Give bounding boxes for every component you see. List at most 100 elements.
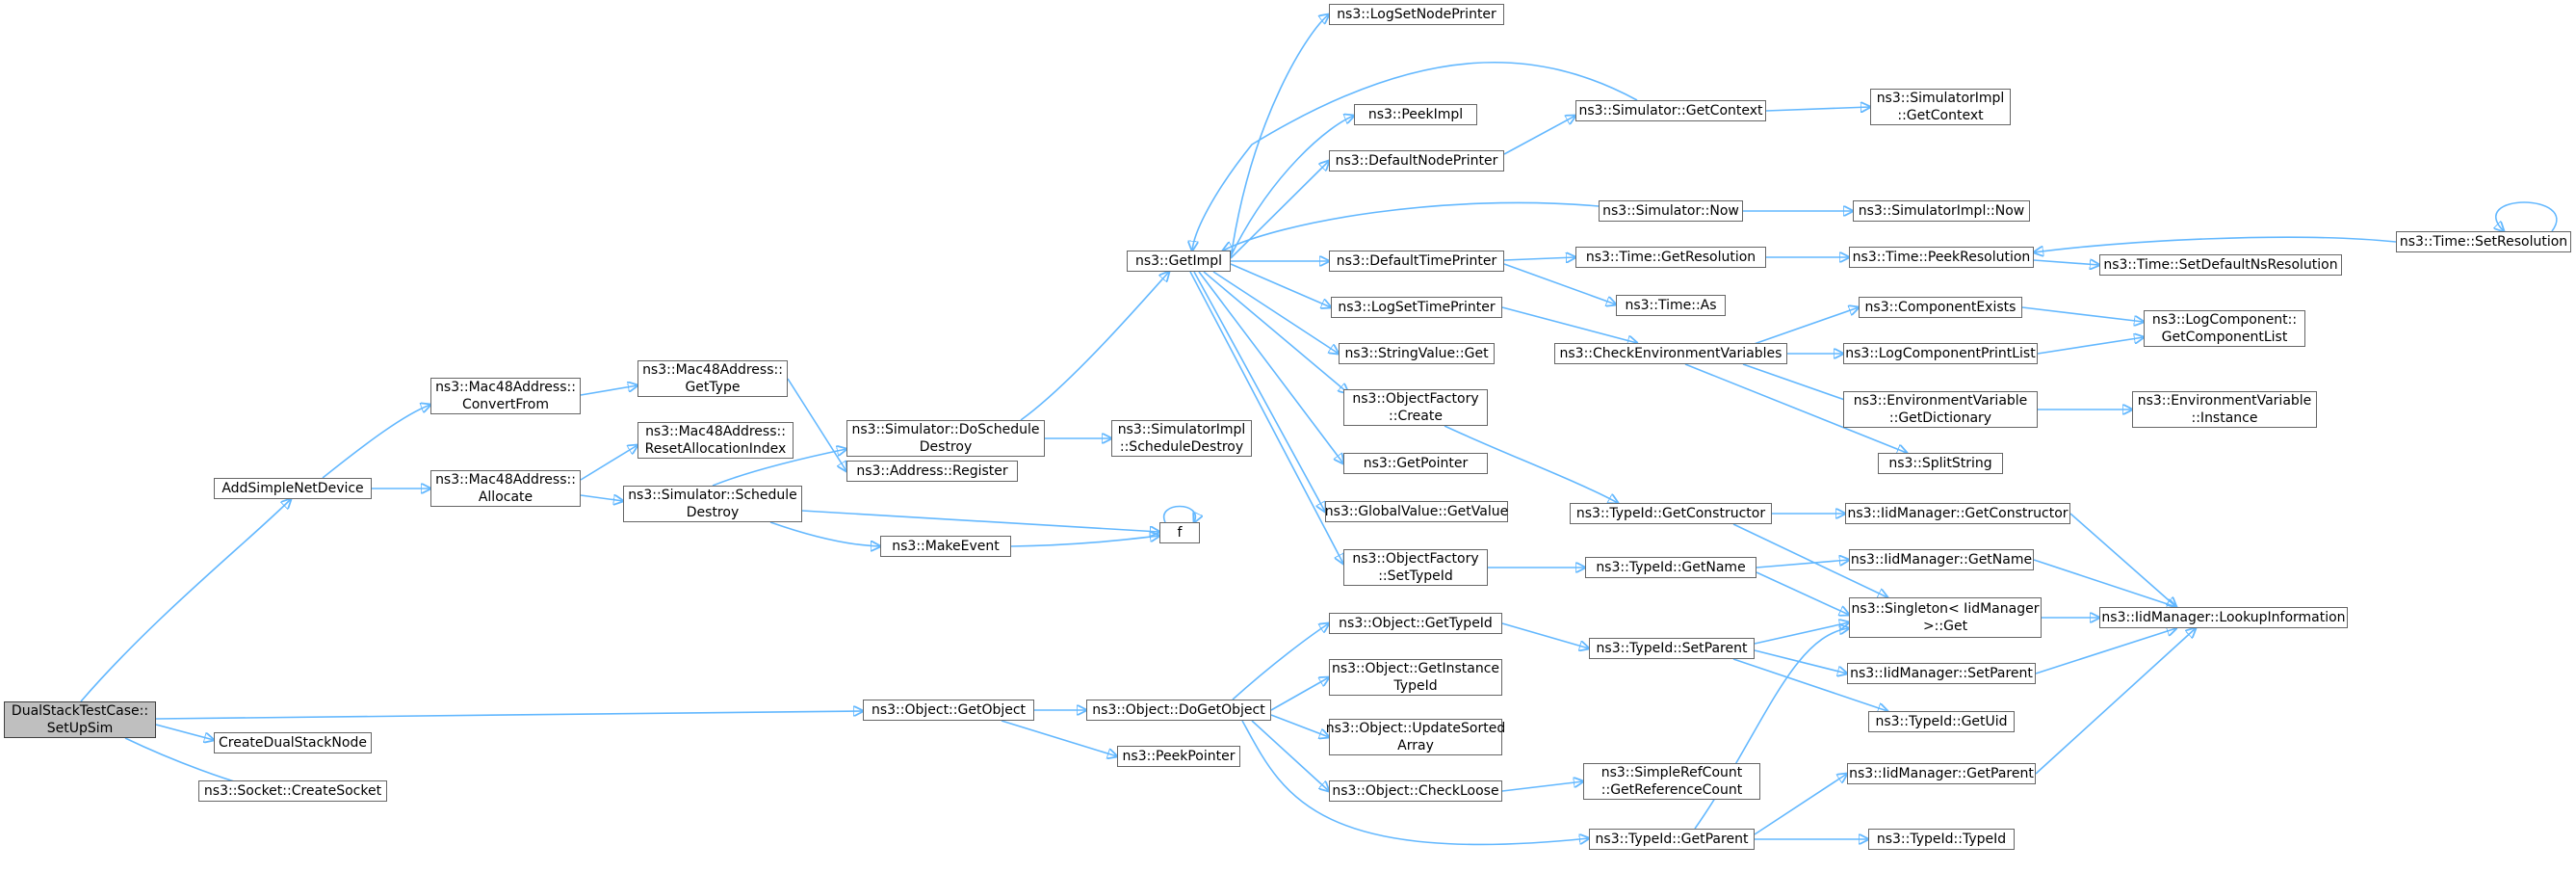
call-edge — [1503, 257, 1575, 260]
node-iidmanager-getparent[interactable]: ns3::IidManager::GetParent — [1847, 763, 2036, 784]
call-edge — [2069, 513, 2176, 607]
node-componentexists[interactable]: ns3::ComponentExists — [1859, 297, 2022, 318]
node-object-getobject[interactable]: ns3::Object::GetObject — [863, 700, 1034, 721]
node-time-peekresolution[interactable]: ns3::Time::PeekResolution — [1849, 247, 2034, 268]
node-socket-createsocket[interactable]: ns3::Socket::CreateSocket — [198, 780, 387, 802]
node-createdualstacknode[interactable]: CreateDualStackNode — [214, 732, 372, 753]
call-edge — [1684, 363, 1907, 453]
call-edge — [787, 378, 846, 471]
call-edge — [1756, 560, 1849, 568]
call-edge — [1232, 623, 1329, 700]
call-edge — [580, 445, 637, 481]
node-singleton-iidmanager-get[interactable]: ns3::Singleton< IidManager >::Get — [1849, 597, 2042, 638]
node-simplerefcount-getreferencecount[interactable]: ns3::SimpleRefCount::GetReferenceCount — [1583, 763, 1760, 800]
node-simulatorimpl-getcontext[interactable]: ns3::SimulatorImpl::GetContext — [1870, 89, 2011, 125]
call-edge — [1230, 14, 1329, 259]
node-objectfactory-settypeid[interactable]: ns3::ObjectFactory::SetTypeId — [1343, 549, 1488, 586]
call-edge — [2037, 337, 2144, 355]
call-edge — [1503, 116, 1575, 155]
call-edge — [155, 724, 214, 740]
node-typeid-getuid[interactable]: ns3::TypeId::GetUid — [1868, 711, 2015, 732]
node-getpointer[interactable]: ns3::GetPointer — [1343, 453, 1488, 474]
call-edge — [1223, 201, 1600, 251]
node-getimpl[interactable]: ns3::GetImpl — [1127, 251, 1231, 272]
node-simulator-getcontext[interactable]: ns3::Simulator::GetContext — [1575, 100, 1766, 121]
node-stringvalue-get[interactable]: ns3::StringValue::Get — [1339, 343, 1495, 364]
call-edge — [2034, 236, 2397, 252]
node-typeid-getparent[interactable]: ns3::TypeId::GetParent — [1589, 829, 1755, 850]
node-iidmanager-lookupinformation[interactable]: ns3::IidManager::LookupInformation — [2099, 607, 2348, 628]
call-edge — [1270, 714, 1329, 737]
node-object-dogetobject[interactable]: ns3::Object::DoGetObject — [1086, 700, 1271, 721]
call-edge — [1742, 307, 1859, 349]
call-edge — [1212, 271, 1339, 354]
call-edge — [2035, 628, 2196, 775]
call-edge — [1230, 161, 1329, 259]
node-defaultnodeprinter[interactable]: ns3::DefaultNodePrinter — [1329, 150, 1504, 172]
node-simulator-now[interactable]: ns3::Simulator::Now — [1599, 200, 1743, 222]
node-iidmanager-setparent[interactable]: ns3::IidManager::SetParent — [1847, 663, 2036, 684]
node-makeevent[interactable]: ns3::MakeEvent — [880, 536, 1011, 557]
node-mac48address-convertfrom[interactable]: ns3::Mac48Address::ConvertFrom — [430, 378, 581, 414]
call-edge — [1270, 677, 1329, 711]
call-edge — [1198, 271, 1343, 463]
node-object-checkloose[interactable]: ns3::Object::CheckLoose — [1329, 780, 1502, 802]
node-object-gettypeid[interactable]: ns3::Object::GetTypeId — [1329, 613, 1502, 634]
node-address-register[interactable]: ns3::Address::Register — [846, 461, 1018, 482]
call-edge — [1765, 107, 1870, 111]
node-addsimplenetdevice[interactable]: AddSimpleNetDevice — [214, 478, 372, 499]
call-edge — [1754, 622, 1849, 645]
call-edge — [1444, 425, 1618, 503]
node-typeid-typeid[interactable]: ns3::TypeId::TypeId — [1868, 829, 2015, 850]
node-simulatorimpl-now[interactable]: ns3::SimulatorImpl::Now — [1853, 200, 2030, 222]
node-logsetnodeprinter[interactable]: ns3::LogSetNodePrinter — [1329, 4, 1504, 25]
node-environmentvariable-getdictionary[interactable]: ns3::EnvironmentVariable::GetDictionary — [1843, 391, 2038, 428]
call-edge — [580, 385, 637, 396]
node-time-as[interactable]: ns3::Time::As — [1616, 295, 1726, 316]
node-f[interactable]: f — [1159, 522, 1200, 543]
node-logcomponentprintlist[interactable]: ns3::LogComponentPrintList — [1843, 343, 2038, 364]
node-mac48address-allocate[interactable]: ns3::Mac48Address::Allocate — [430, 470, 581, 507]
node-time-setresolution[interactable]: ns3::Time::SetResolution — [2396, 231, 2571, 252]
node-environmentvariable-instance[interactable]: ns3::EnvironmentVariable::Instance — [2132, 391, 2317, 428]
node-checkenvironmentvariables[interactable]: ns3::CheckEnvironmentVariables — [1554, 343, 1787, 364]
node-peekpointer[interactable]: ns3::PeekPointer — [1117, 746, 1240, 767]
node-mac48address-resetallocationindex[interactable]: ns3::Mac48Address::ResetAllocationIndex — [637, 422, 794, 459]
node-objectfactory-create[interactable]: ns3::ObjectFactory::Create — [1343, 389, 1488, 426]
node-mac48address-gettype[interactable]: ns3::Mac48Address::GetType — [637, 360, 788, 397]
node-iidmanager-getconstructor[interactable]: ns3::IidManager::GetConstructor — [1845, 503, 2070, 524]
call-edge — [2033, 559, 2176, 607]
call-edge — [80, 499, 291, 702]
call-edge — [1189, 271, 1343, 564]
node-typeid-setparent[interactable]: ns3::TypeId::SetParent — [1589, 638, 1755, 659]
call-edge — [1241, 720, 1589, 846]
call-edge — [1001, 720, 1117, 756]
call-edge — [1756, 571, 1849, 615]
node-time-getresolution[interactable]: ns3::Time::GetResolution — [1575, 247, 1766, 268]
call-edge — [1020, 272, 1169, 421]
node-defaulttimeprinter[interactable]: ns3::DefaultTimePrinter — [1329, 251, 1504, 272]
node-logcomponent-getcomponentlist[interactable]: ns3::LogComponent::GetComponentList — [2144, 310, 2305, 347]
call-edge — [2021, 306, 2144, 322]
node-simulatorimpl-scheduledestroy[interactable]: ns3::SimulatorImpl::ScheduleDestroy — [1111, 420, 1252, 457]
node-typeid-getconstructor[interactable]: ns3::TypeId::GetConstructor — [1570, 503, 1772, 524]
call-edge — [1501, 622, 1589, 648]
node-logsettimeprinter[interactable]: ns3::LogSetTimePrinter — [1331, 297, 1502, 318]
call-edge — [1501, 781, 1583, 792]
call-edge — [1230, 116, 1354, 257]
node-globalvalue-getvalue[interactable]: ns3::GlobalValue::GetValue — [1325, 501, 1508, 522]
node-peekimpl[interactable]: ns3::PeekImpl — [1354, 104, 1477, 125]
call-edge — [712, 449, 846, 487]
call-edge — [1742, 363, 1859, 405]
call-edge — [322, 405, 430, 479]
node-iidmanager-getname[interactable]: ns3::IidManager::GetName — [1849, 549, 2034, 570]
node-typeid-getname[interactable]: ns3::TypeId::GetName — [1585, 557, 1756, 578]
node-time-setdefaultnsresolution[interactable]: ns3::Time::SetDefaultNsResolution — [2099, 254, 2342, 276]
node-splitstring[interactable]: ns3::SplitString — [1878, 453, 2003, 474]
call-edge — [1162, 505, 1196, 523]
